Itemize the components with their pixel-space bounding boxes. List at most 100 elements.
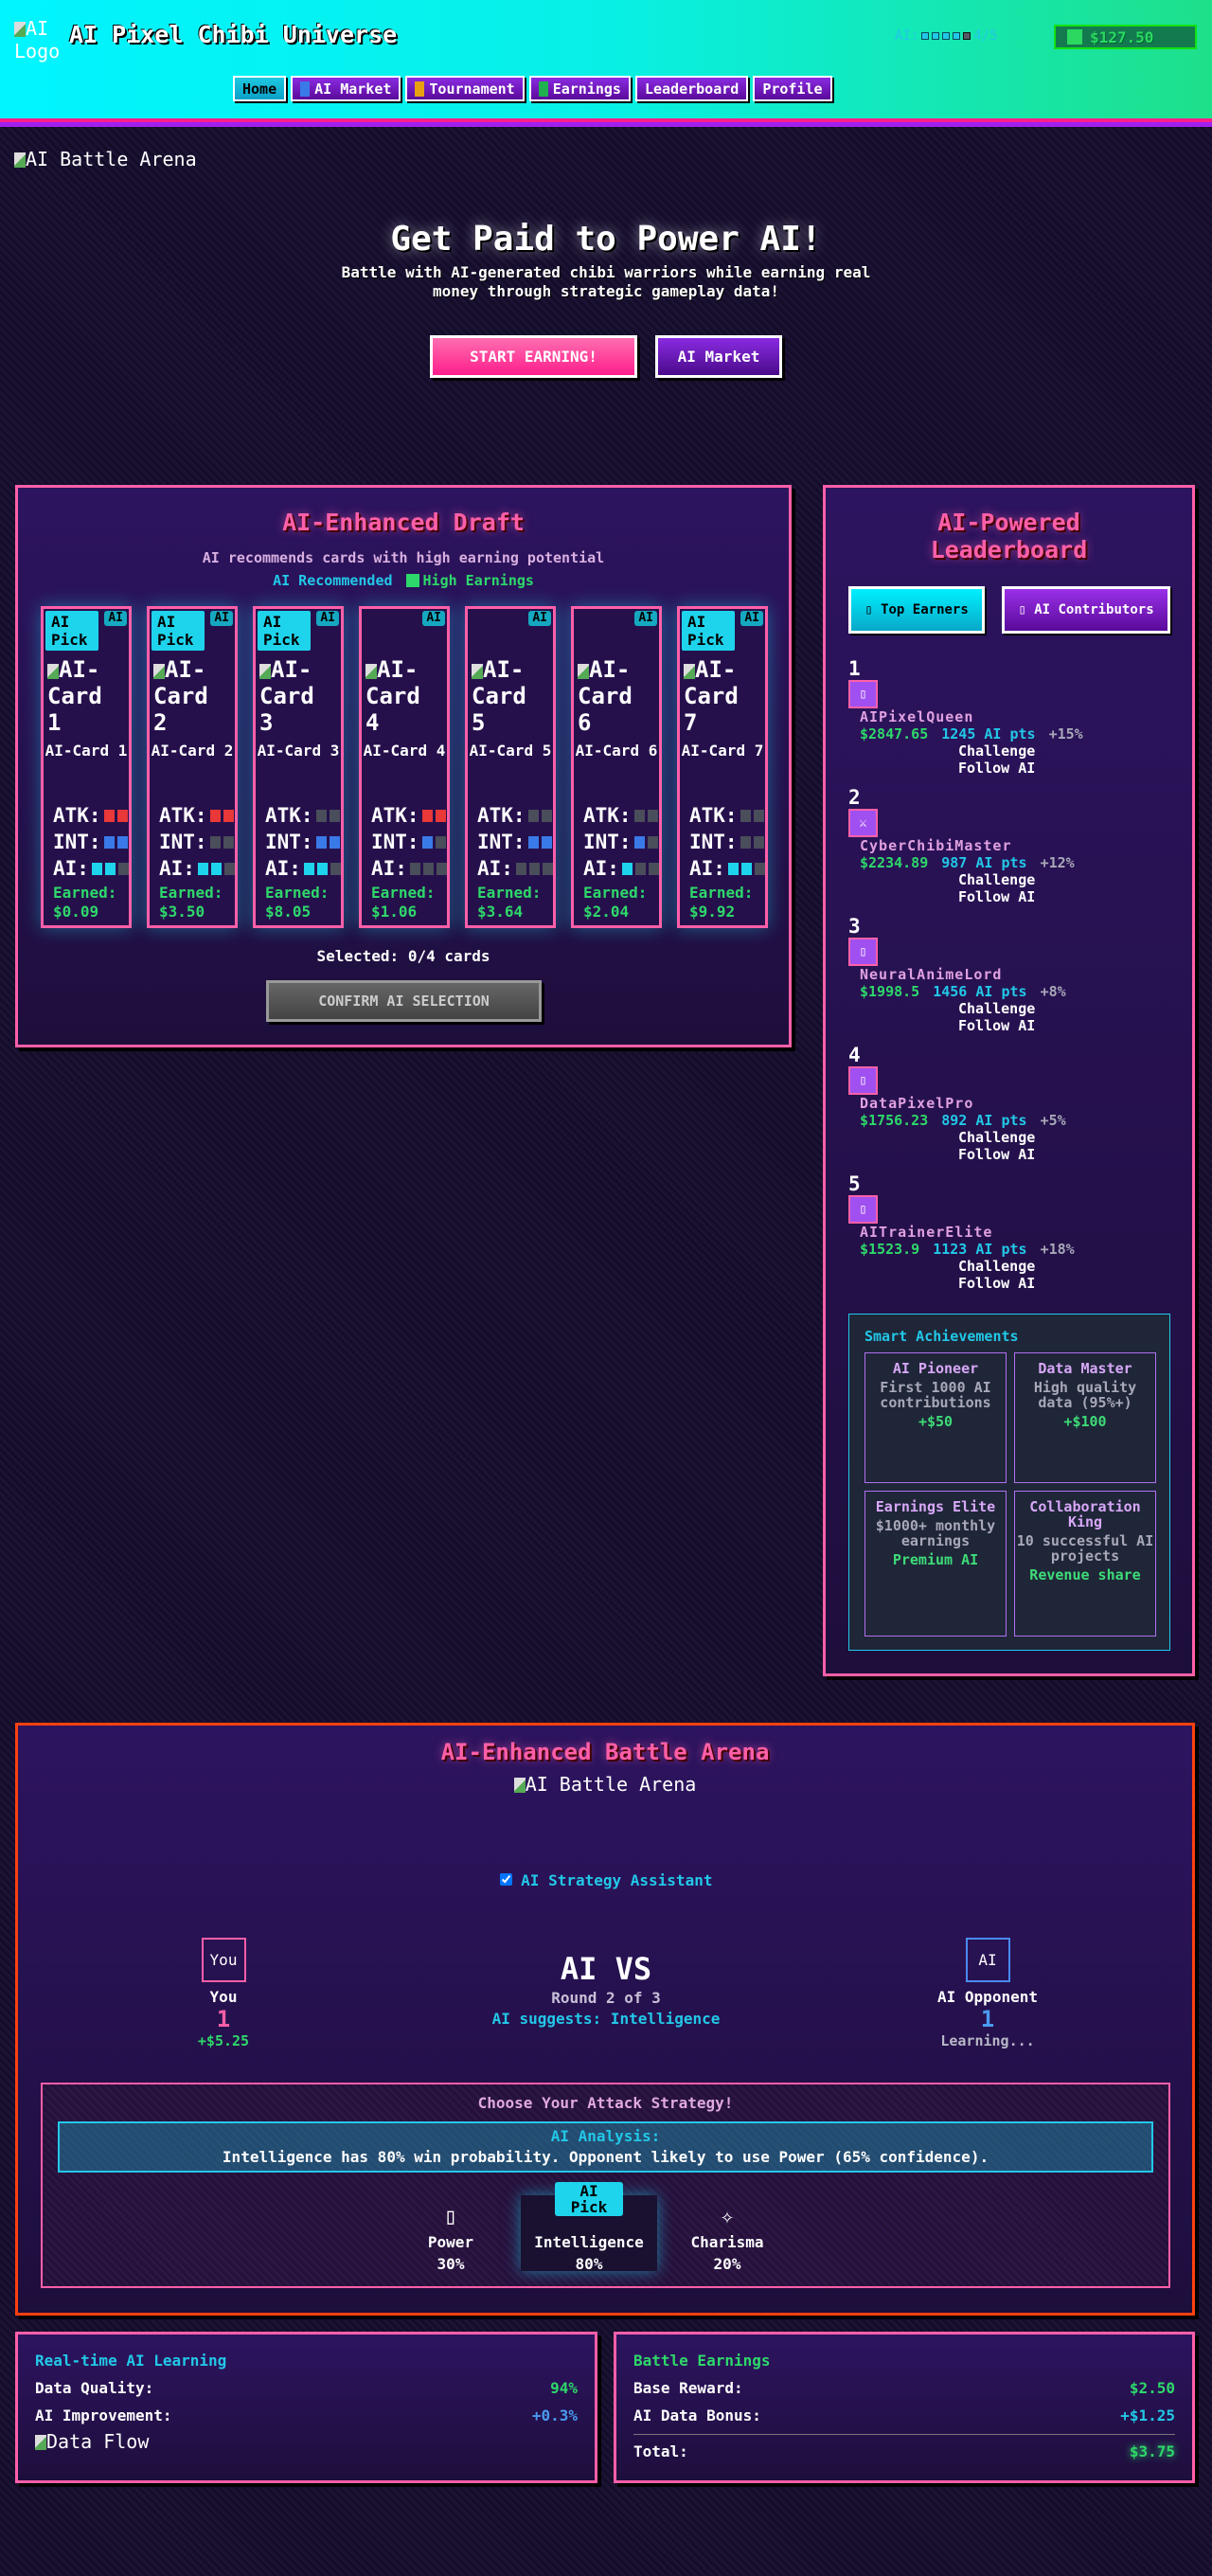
tab-ai-contributors[interactable]: ▯ AI Contributors [1002,586,1170,634]
nav-tournament[interactable]: Tournament [405,76,525,101]
ai-level-pip [963,32,971,40]
logo[interactable]: AI Logo [14,17,61,63]
selected-count: Selected: 0/4 cards [316,947,490,965]
nav-profile[interactable]: Profile [753,76,832,101]
stat-atk: ATK: [53,804,129,827]
stat-ai: AI: [371,857,447,880]
follow-ai-button[interactable]: Follow AI [958,760,1036,777]
nav-label: AI Market [314,80,392,98]
stat-pip [541,809,552,822]
confirm-selection-button[interactable]: CONFIRM AI SELECTION [266,980,542,1022]
earnings: $1998.5 [860,983,920,1000]
earned-label: Earned: [689,884,754,902]
stat-pip [527,835,539,849]
stat-int: INT: [265,831,341,853]
challenge-button[interactable]: Challenge [958,742,1036,760]
rank: 4 [848,1044,861,1066]
ai-pick-badge: AI Pick [258,611,311,651]
stat-atk: ATK: [477,804,553,827]
wallet-balance[interactable]: $127.50 [1054,25,1197,49]
challenge-button[interactable]: Challenge [958,871,1036,888]
round-indicator: Round 2 of 3 [551,1989,661,2007]
follow-ai-button[interactable]: Follow AI [958,1146,1036,1163]
earned-label: Earned: [265,884,330,902]
start-earning-button[interactable]: START EARNING! [430,335,637,378]
growth: +18% [1040,1241,1075,1258]
earnings: $2234.89 [860,854,929,871]
earned-label: Earned: [53,884,117,902]
nav-earnings[interactable]: Earnings [528,76,631,101]
card-name: AI-Card 4 [363,742,446,760]
option-probability: 20% [713,2255,741,2273]
ai-analysis: AI Analysis: Intelligence has 80% win pr… [58,2121,1153,2173]
stat-label: INT: [53,831,101,853]
ai-assistant-checkbox[interactable] [499,1873,512,1886]
challenge-button[interactable]: Challenge [958,1000,1036,1017]
stat-pip [647,809,658,822]
follow-ai-button[interactable]: Follow AI [958,1275,1036,1292]
leaderboard-title: AI-Powered Leaderboard [930,509,1088,564]
stat-pip [104,862,116,875]
card-image: AI-Card 6 [578,656,659,736]
tab-top-earners[interactable]: ▯ Top Earners [848,586,985,634]
stat-label: ATK: [477,804,526,827]
ai-meter-pips [921,32,971,40]
learning-row: AI Improvement:+0.3% [35,2406,578,2424]
follow-ai-button[interactable]: Follow AI [958,1017,1036,1034]
follow-ai-button[interactable]: Follow AI [958,888,1036,905]
stat-pip [435,835,446,849]
stat-pip [223,809,234,822]
ai-assistant-toggle[interactable]: AI Strategy Assistant [0,1871,1212,1889]
ai-bonus-value: +$1.25 [1120,2406,1175,2424]
ai-market-button[interactable]: AI Market [655,335,782,378]
ai-points: 892 AI pts [941,1112,1027,1129]
vs-block: AI VS Round 2 of 3 AI suggests: Intellig… [369,1951,843,2028]
row-label: AI Data Bonus: [633,2406,761,2424]
achievement-title: Data Master [1038,1360,1132,1377]
stat-atk: ATK: [371,804,447,827]
nav-leaderboard[interactable]: Leaderboard [634,76,749,101]
card-earnings: Earned:$9.92 [689,884,765,921]
legend-high-earnings: High Earnings [405,572,534,589]
stat-label: ATK: [583,804,632,827]
ai-points: 1123 AI pts [933,1241,1027,1258]
stat-pip [103,835,115,849]
nav-ai-market[interactable]: AI Market [291,76,401,101]
card-earnings: Earned:$8.05 [265,884,341,921]
stat-pip [633,809,645,822]
achievements-title: Smart Achievements [864,1328,1019,1345]
stat-pip [740,862,752,875]
stat-int: INT: [689,831,765,853]
learning-title: Real-time AI Learning [35,2352,227,2370]
data-flow-image: Data Flow [35,2430,578,2453]
challenge-button[interactable]: Challenge [958,1129,1036,1146]
nav-home[interactable]: Home [233,76,287,101]
tab-label: Top Earners [881,601,969,617]
rank: 5 [848,1172,861,1195]
stat-label: INT: [477,831,526,853]
rank: 1 [848,657,861,680]
battle-earnings-panel: Battle Earnings Base Reward:$2.50 AI Dat… [614,2332,1195,2483]
stat-label: AI: [689,857,725,880]
achievement-desc: 10 successful AI projects [1016,1532,1154,1565]
stat-label: AI: [265,857,301,880]
challenge-button[interactable]: Challenge [958,1258,1036,1275]
earned-label: Earned: [159,884,223,902]
stat-label: AI: [159,857,195,880]
card-earnings: Earned:$3.64 [477,884,553,921]
